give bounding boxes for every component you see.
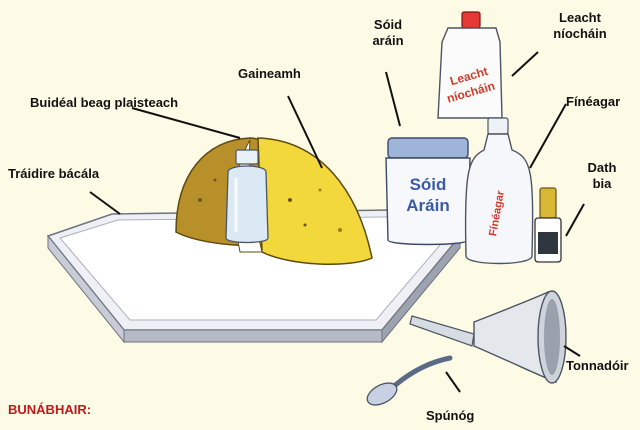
vinegar-bottle: Fínéagar [466,118,533,264]
funnel [410,291,566,383]
baking-soda-jar: Sóid Aráin [386,138,470,245]
label-traidire-bacala: Tráidire bácála [8,166,99,182]
label-fineagar: Fínéagar [566,94,620,110]
washing-liquid-bottle: Leacht níocháin [438,12,502,118]
label-leacht-niochain: Leacht níocháin [540,10,620,42]
label-soid-line-2: aráin [358,33,418,49]
label-dath-bia: Dath bia [580,160,624,192]
label-soid-arain: Sóid aráin [358,17,418,49]
label-gaineamh: Gaineamh [238,66,301,82]
label-leacht-line-1: Leacht [540,10,620,26]
food-colouring-bottle [535,188,561,262]
label-tonnadoir: Tonnadóir [566,358,629,374]
spoon [364,358,450,409]
section-title: BUNÁBHAIR: [8,402,91,417]
label-dath-line-2: bia [580,176,624,192]
soid-jar-text-2: Aráin [406,196,449,215]
label-buideal-beag-plaisteach: Buidéal beag plaisteach [30,95,178,111]
soid-jar-text-1: Sóid [410,175,447,194]
label-soid-line-1: Sóid [358,17,418,33]
label-leacht-line-2: níocháin [540,26,620,42]
label-dath-line-1: Dath [580,160,624,176]
label-spunog: Spúnóg [426,408,474,424]
